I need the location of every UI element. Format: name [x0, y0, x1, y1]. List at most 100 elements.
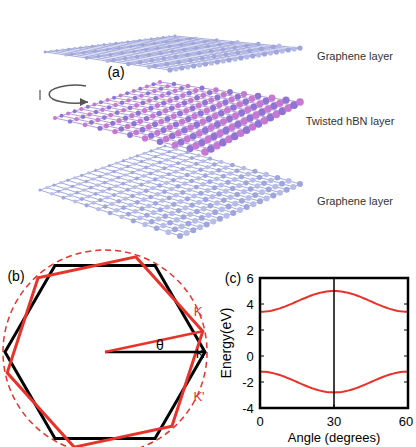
atom — [158, 119, 164, 125]
atom — [131, 218, 136, 223]
atom — [68, 193, 72, 197]
bond — [144, 153, 155, 156]
point-label: K' — [193, 390, 204, 403]
atom — [138, 118, 143, 123]
atom — [182, 100, 187, 105]
atom — [126, 212, 131, 217]
atom — [192, 193, 197, 198]
atom — [135, 200, 140, 205]
atom — [167, 220, 173, 226]
atom — [212, 185, 217, 190]
atom — [142, 135, 148, 141]
atom — [203, 50, 207, 54]
atom — [144, 48, 148, 52]
atom — [183, 159, 187, 163]
atom — [176, 49, 180, 53]
atom — [174, 193, 179, 198]
atom — [119, 94, 123, 98]
atom — [176, 184, 181, 189]
atom — [119, 126, 124, 131]
atom — [141, 54, 145, 58]
atom — [198, 191, 203, 196]
atom — [149, 219, 154, 224]
atom — [194, 209, 200, 215]
atom — [60, 114, 64, 118]
atom — [158, 183, 162, 187]
atom — [112, 47, 115, 50]
atom — [290, 184, 296, 190]
atom — [190, 105, 196, 111]
atom — [190, 156, 194, 160]
atom — [79, 46, 82, 49]
bond — [82, 175, 94, 179]
atom — [203, 173, 208, 178]
atom — [187, 124, 194, 131]
atom — [230, 163, 235, 168]
atom — [199, 85, 204, 90]
atom — [256, 42, 260, 46]
atom — [98, 175, 101, 178]
atom — [241, 189, 247, 195]
rotation-arrow-head — [80, 98, 88, 106]
layer-label: Graphene layer — [317, 196, 393, 207]
atom — [103, 204, 107, 208]
atom — [45, 186, 48, 189]
atom — [264, 195, 270, 201]
atom — [277, 190, 283, 196]
atom — [101, 166, 104, 169]
panel-label: (a) — [107, 65, 124, 79]
atom — [182, 59, 187, 64]
atom — [198, 110, 204, 116]
atom — [129, 45, 132, 48]
atom — [173, 55, 177, 59]
atom — [106, 48, 109, 51]
tick-label: 6 — [246, 272, 253, 285]
bond — [94, 105, 109, 108]
atom — [110, 202, 114, 206]
atom — [249, 96, 256, 103]
atom — [94, 169, 97, 172]
bond — [59, 191, 71, 195]
atom — [297, 45, 302, 50]
atom — [208, 203, 214, 209]
atom — [89, 120, 94, 125]
atom — [230, 104, 237, 111]
point-label: K — [196, 347, 205, 360]
atom — [235, 168, 240, 173]
marker-line — [333, 278, 335, 408]
atom — [194, 36, 197, 39]
atom — [221, 47, 225, 51]
atom — [126, 188, 130, 192]
atom — [212, 209, 218, 215]
atom — [151, 82, 155, 86]
atom — [159, 63, 164, 68]
atom — [117, 118, 122, 123]
graphene-sheet — [38, 144, 303, 239]
atom — [153, 52, 157, 56]
atom — [226, 204, 232, 210]
atom — [114, 184, 118, 188]
atom — [134, 103, 139, 108]
atom — [196, 103, 202, 109]
atom — [171, 113, 177, 119]
bond — [40, 190, 52, 194]
atom — [152, 121, 158, 127]
atom — [156, 216, 161, 221]
bond — [279, 46, 300, 48]
atom — [182, 38, 185, 41]
atom — [167, 124, 173, 130]
atom — [178, 199, 183, 204]
atom — [248, 186, 254, 192]
atom — [109, 53, 113, 57]
atom — [174, 35, 177, 38]
bond — [61, 183, 73, 187]
atom — [256, 52, 261, 57]
atom — [185, 173, 189, 177]
atom — [140, 206, 145, 211]
atom — [91, 55, 95, 59]
atom — [196, 176, 201, 181]
atom — [187, 187, 192, 192]
atom — [156, 147, 159, 150]
atom — [52, 184, 55, 187]
atom — [197, 41, 201, 45]
